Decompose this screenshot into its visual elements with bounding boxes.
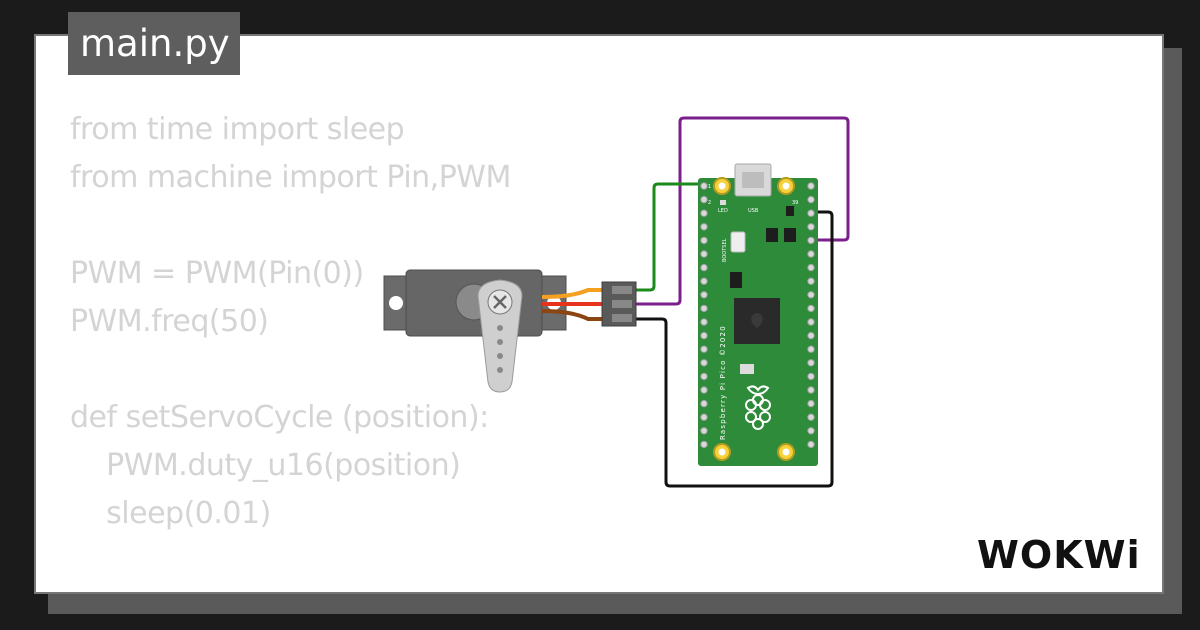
- pico-pin[interactable]: [700, 250, 708, 258]
- pico-pin[interactable]: [807, 304, 815, 313]
- code-line: from time import sleep: [70, 112, 405, 147]
- pico-pin[interactable]: [700, 304, 708, 313]
- pico-pin[interactable]: [700, 291, 708, 299]
- pico-pin[interactable]: [700, 331, 708, 340]
- code-line: def setServoCycle (position):: [70, 400, 489, 435]
- raspberry-logo-icon: [745, 385, 771, 430]
- pico-pin[interactable]: [807, 277, 815, 285]
- servo-horn-hole: [497, 367, 503, 373]
- pico-pin[interactable]: [700, 236, 708, 245]
- pico-pin-headers: [700, 182, 815, 449]
- servo-motor[interactable]: [383, 269, 637, 393]
- pin1-label: 1: [708, 184, 711, 190]
- component: [740, 364, 754, 374]
- pico-pin[interactable]: [807, 236, 815, 245]
- preview-card: from time import sleep from machine impo…: [34, 34, 1164, 594]
- connector-pin[interactable]: [612, 314, 632, 322]
- pico-pin[interactable]: [700, 209, 708, 217]
- pico-pin[interactable]: [700, 359, 708, 367]
- pico-pin[interactable]: [700, 182, 708, 190]
- pico-pin[interactable]: [700, 195, 708, 204]
- pico-pin[interactable]: [807, 427, 815, 435]
- pico-pin[interactable]: [700, 399, 708, 408]
- pico-pin[interactable]: [807, 413, 815, 421]
- code-editor[interactable]: from time import sleep from machine impo…: [70, 106, 511, 592]
- bootsel-button[interactable]: [730, 231, 746, 253]
- wokwi-logo: WOKWi: [975, 528, 1153, 584]
- pico-pin[interactable]: [807, 263, 815, 272]
- pico-pin[interactable]: [700, 372, 708, 381]
- servo-mount-hole: [389, 296, 403, 310]
- pico-pin[interactable]: [700, 345, 708, 353]
- component: [784, 228, 796, 242]
- wires: [634, 116, 850, 488]
- pico-pin[interactable]: [700, 223, 708, 231]
- code-line: PWM.duty_u16(position): [70, 448, 461, 483]
- servo-horn-hole: [497, 339, 503, 345]
- servo-cable-brown: [541, 309, 604, 321]
- pico-pin[interactable]: [700, 427, 708, 435]
- connector-pin[interactable]: [612, 300, 632, 308]
- servo-horn-hole: [497, 353, 503, 359]
- file-tab-main-py[interactable]: main.py: [68, 12, 240, 75]
- led-label: LED: [718, 208, 728, 214]
- pico-pin[interactable]: [700, 386, 708, 394]
- mount-hole: [718, 448, 726, 456]
- pico-pin[interactable]: [700, 413, 708, 421]
- pico-pin[interactable]: [807, 318, 815, 326]
- pico-pin[interactable]: [700, 277, 708, 285]
- servo-horn: [477, 279, 523, 393]
- code-line: sleep(0.01): [70, 496, 271, 531]
- pico-pin[interactable]: [807, 223, 815, 231]
- servo-cable-orange: [541, 288, 604, 299]
- mount-hole: [782, 182, 790, 190]
- pico-pin[interactable]: [807, 386, 815, 394]
- usb-label: USB: [748, 208, 759, 214]
- pico-pin[interactable]: [700, 440, 708, 449]
- green-wire[interactable]: [634, 182, 718, 292]
- board-name-label: Raspberry Pi Pico ©2020: [719, 325, 727, 440]
- purple-wire[interactable]: [634, 116, 850, 306]
- code-line: PWM = PWM(Pin(0)): [70, 256, 364, 291]
- usb-port-inner: [742, 172, 764, 188]
- pin2-label: 2: [708, 200, 711, 206]
- pico-pin[interactable]: [807, 291, 815, 299]
- wokwi-logo-mark: WOKWi: [977, 533, 1141, 577]
- pico-pin[interactable]: [807, 345, 815, 353]
- mount-hole: [718, 182, 726, 190]
- pico-pin[interactable]: [807, 209, 815, 217]
- mount-hole: [782, 448, 790, 456]
- wokwi-logo-text: WOKWi: [977, 533, 1141, 577]
- pico-pin[interactable]: [700, 263, 708, 272]
- pico-pin[interactable]: [807, 182, 815, 190]
- component: [786, 206, 794, 216]
- code-line: from machine import Pin,PWM: [70, 160, 511, 195]
- pico-pin[interactable]: [700, 318, 708, 326]
- pico-pin[interactable]: [807, 250, 815, 258]
- pico-pin[interactable]: [807, 440, 815, 449]
- pico-pin[interactable]: [807, 195, 815, 204]
- led-indicator: [720, 200, 726, 205]
- servo-screw-icon: [493, 295, 507, 309]
- bootsel-label: BOOTSEL: [722, 238, 728, 262]
- pico-pin[interactable]: [807, 372, 815, 381]
- pico-pin[interactable]: [807, 399, 815, 408]
- code-line: PWM.freq(50): [70, 304, 269, 339]
- servo-horn-hole: [497, 325, 503, 331]
- black-wire[interactable]: [634, 210, 834, 488]
- connector-pin[interactable]: [612, 286, 632, 294]
- pico-pin[interactable]: [807, 331, 815, 340]
- component: [766, 228, 778, 242]
- pin39-label: 39: [792, 200, 798, 206]
- raspberry-chip-mark-icon: [751, 313, 763, 328]
- raspberry-pi-pico-board[interactable]: LED USB 1 2 39 BOOTSEL Raspberry Pi Pico…: [698, 163, 818, 466]
- component: [730, 272, 742, 288]
- pico-pin[interactable]: [807, 359, 815, 367]
